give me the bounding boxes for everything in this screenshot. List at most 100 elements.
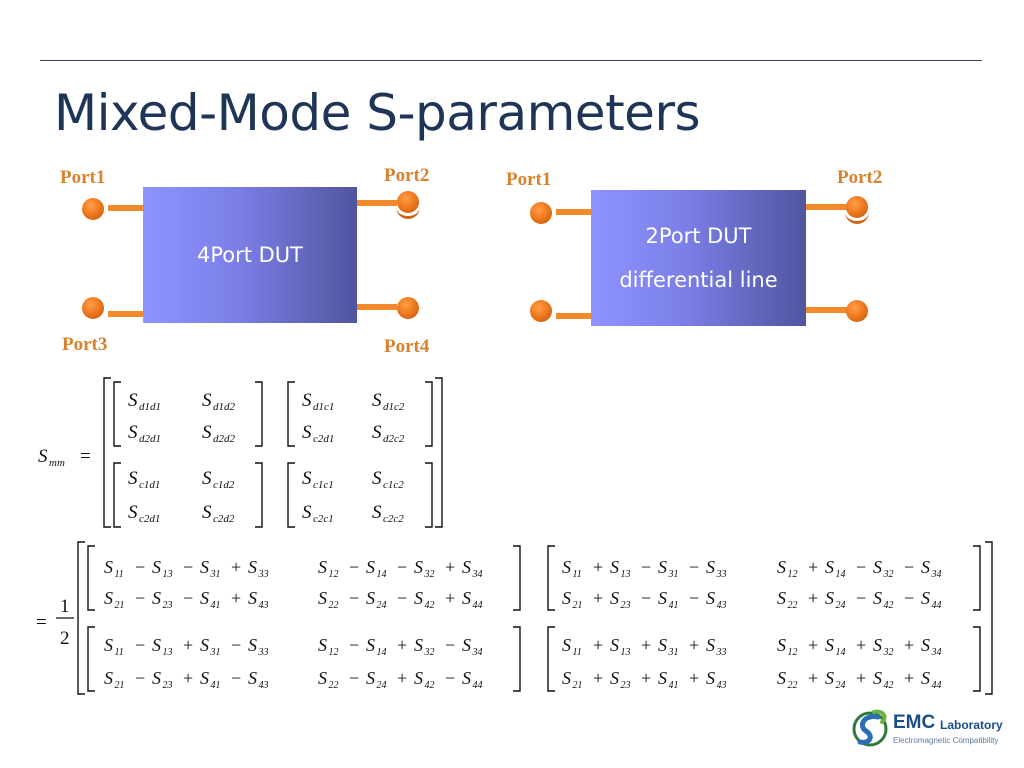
expanded-operator: − xyxy=(183,557,193,577)
expanded-operator: − xyxy=(349,668,359,688)
expanded-term-1-0-1-2-symbol: S xyxy=(825,557,834,577)
title-divider xyxy=(40,60,982,61)
expanded-operator: − xyxy=(904,588,914,608)
expanded-operator: + xyxy=(183,635,193,655)
expanded-term-0-0-1-6-symbol: S xyxy=(462,557,471,577)
smm-element-2-0-0-symbol: S xyxy=(128,468,138,489)
expanded-operator: + xyxy=(183,668,193,688)
expanded-term-2-0-0-4-subscript: 31 xyxy=(209,647,220,658)
smm-element-1-0-1-symbol: S xyxy=(372,390,382,411)
dut-2port-line1: 2Port DUT xyxy=(645,224,752,248)
smm-element-3-0-0-subscript: c1c1 xyxy=(313,479,334,491)
expanded-term-2-0-0-6-subscript: 33 xyxy=(257,647,268,658)
dut-4port-box: 4Port DUT xyxy=(143,187,357,323)
expanded-term-3-1-1-6-symbol: S xyxy=(921,668,930,688)
expanded-term-1-1-1-6-subscript: 44 xyxy=(931,600,941,611)
expanded-operator: − xyxy=(135,668,145,688)
expanded-term-1-0-1-6-subscript: 34 xyxy=(930,569,941,580)
port2-label: Port2 xyxy=(384,165,430,186)
equals-sign-2: = xyxy=(36,612,47,633)
expanded-term-0-1-1-6-subscript: 44 xyxy=(472,600,482,611)
expanded-term-2-1-0-2-subscript: 23 xyxy=(162,680,172,691)
smm-element-2-1-0-symbol: S xyxy=(128,502,138,523)
expanded-term-3-1-0-2-subscript: 23 xyxy=(620,680,630,691)
expanded-operator: + xyxy=(856,635,866,655)
expanded-operator: + xyxy=(808,668,818,688)
expanded-term-2-0-0-4-symbol: S xyxy=(200,635,209,655)
expanded-term-3-1-1-4-symbol: S xyxy=(873,668,882,688)
expanded-operator: − xyxy=(445,635,455,655)
port3-label: Port3 xyxy=(62,334,108,355)
expanded-term-1-0-1-2-subscript: 14 xyxy=(835,569,845,580)
smm-element-0-1-0-symbol: S xyxy=(128,422,138,443)
smm-element-0-0-1-symbol: S xyxy=(202,390,212,411)
expanded-term-2-0-0-0-symbol: S xyxy=(104,635,113,655)
expanded-term-2-1-1-0-symbol: S xyxy=(318,668,327,688)
smm-element-3-0-1-subscript: c1c2 xyxy=(383,479,404,491)
smm-element-3-1-0-subscript: c2c1 xyxy=(313,513,334,525)
fraction-denominator: 2 xyxy=(60,628,70,649)
expanded-operator: + xyxy=(808,635,818,655)
expanded-term-2-0-0-6-symbol: S xyxy=(248,635,257,655)
smm-block-3-right-bracket xyxy=(425,462,433,528)
expanded-operator: + xyxy=(856,668,866,688)
expanded-term-3-1-1-0-symbol: S xyxy=(777,668,786,688)
expanded-term-1-1-1-4-subscript: 42 xyxy=(883,600,893,611)
expanded-term-0-0-0-6-subscript: 33 xyxy=(257,569,268,580)
expanded-term-3-1-1-6-subscript: 44 xyxy=(931,680,941,691)
expanded-term-2-1-1-0-subscript: 22 xyxy=(328,680,338,691)
expanded-term-0-0-0-0-symbol: S xyxy=(104,557,113,577)
expanded-operator: − xyxy=(641,557,651,577)
smm-element-1-1-0-symbol: S xyxy=(302,422,312,443)
port4-label: Port4 xyxy=(384,336,430,357)
lead-port4 xyxy=(357,304,397,310)
expanded-term-3-0-0-4-symbol: S xyxy=(658,635,667,655)
expanded-operator: + xyxy=(445,557,455,577)
expanded-term-1-1-0-2-subscript: 23 xyxy=(620,600,630,611)
smm-lhs-subscript: mm xyxy=(49,457,65,469)
expanded-term-1-0-0-2-subscript: 13 xyxy=(620,569,630,580)
smm-block-1-right-bracket xyxy=(425,381,433,447)
smm-element-0-0-0-symbol: S xyxy=(128,390,138,411)
expanded-term-0-1-1-2-subscript: 24 xyxy=(376,600,386,611)
expanded-term-0-0-0-4-symbol: S xyxy=(200,557,209,577)
expanded-term-3-1-0-6-subscript: 43 xyxy=(716,680,726,691)
expanded-operator: + xyxy=(904,668,914,688)
port1-label: Port1 xyxy=(60,167,106,188)
expanded-operator: − xyxy=(397,588,407,608)
expanded-operator: + xyxy=(641,668,651,688)
expanded-term-1-0-0-2-symbol: S xyxy=(610,557,619,577)
expanded-term-2-1-0-2-symbol: S xyxy=(152,668,161,688)
expanded-term-0-1-0-2-subscript: 23 xyxy=(162,600,172,611)
equals-sign: = xyxy=(80,446,91,467)
expanded-operator: + xyxy=(641,635,651,655)
expanded-operator: − xyxy=(397,557,407,577)
expanded-term-1-1-1-6-symbol: S xyxy=(921,588,930,608)
expanded-term-2-1-1-4-symbol: S xyxy=(414,668,423,688)
emc-logo-icon xyxy=(852,709,888,747)
expanded-outer-left-bracket xyxy=(77,541,85,695)
expanded-term-1-0-0-0-symbol: S xyxy=(562,557,571,577)
expanded-term-0-0-0-0-subscript: 11 xyxy=(114,569,123,580)
expanded-term-2-1-1-4-subscript: 42 xyxy=(424,680,434,691)
expanded-term-3-1-0-0-symbol: S xyxy=(562,668,571,688)
expanded-term-1-0-1-4-symbol: S xyxy=(873,557,882,577)
expanded-term-1-0-0-6-symbol: S xyxy=(706,557,715,577)
expanded-term-2-0-1-4-subscript: 32 xyxy=(423,647,434,658)
expanded-term-2-0-1-4-symbol: S xyxy=(414,635,423,655)
smm-element-1-1-1-subscript: d2c2 xyxy=(383,433,405,445)
smm-element-3-0-1-symbol: S xyxy=(372,468,382,489)
smm-element-2-1-1-symbol: S xyxy=(202,502,212,523)
expanded-term-0-0-1-2-subscript: 14 xyxy=(376,569,386,580)
logo-tagline: Electromagnetic Compatibility xyxy=(893,736,999,745)
smm-element-1-0-0-subscript: d1c1 xyxy=(313,401,334,413)
expanded-operator: + xyxy=(593,557,603,577)
expanded-term-0-0-1-0-subscript: 12 xyxy=(328,569,338,580)
expanded-term-0-0-1-6-subscript: 34 xyxy=(471,569,482,580)
expanded-term-2-0-0-2-subscript: 13 xyxy=(162,647,172,658)
expanded-term-0-1-0-4-symbol: S xyxy=(200,588,209,608)
right-terminal-3-icon xyxy=(530,300,552,322)
expanded-operator: − xyxy=(135,635,145,655)
expanded-term-0-0-0-4-subscript: 31 xyxy=(209,569,220,580)
dut-2port-box: 2Port DUT differential line xyxy=(591,190,806,326)
